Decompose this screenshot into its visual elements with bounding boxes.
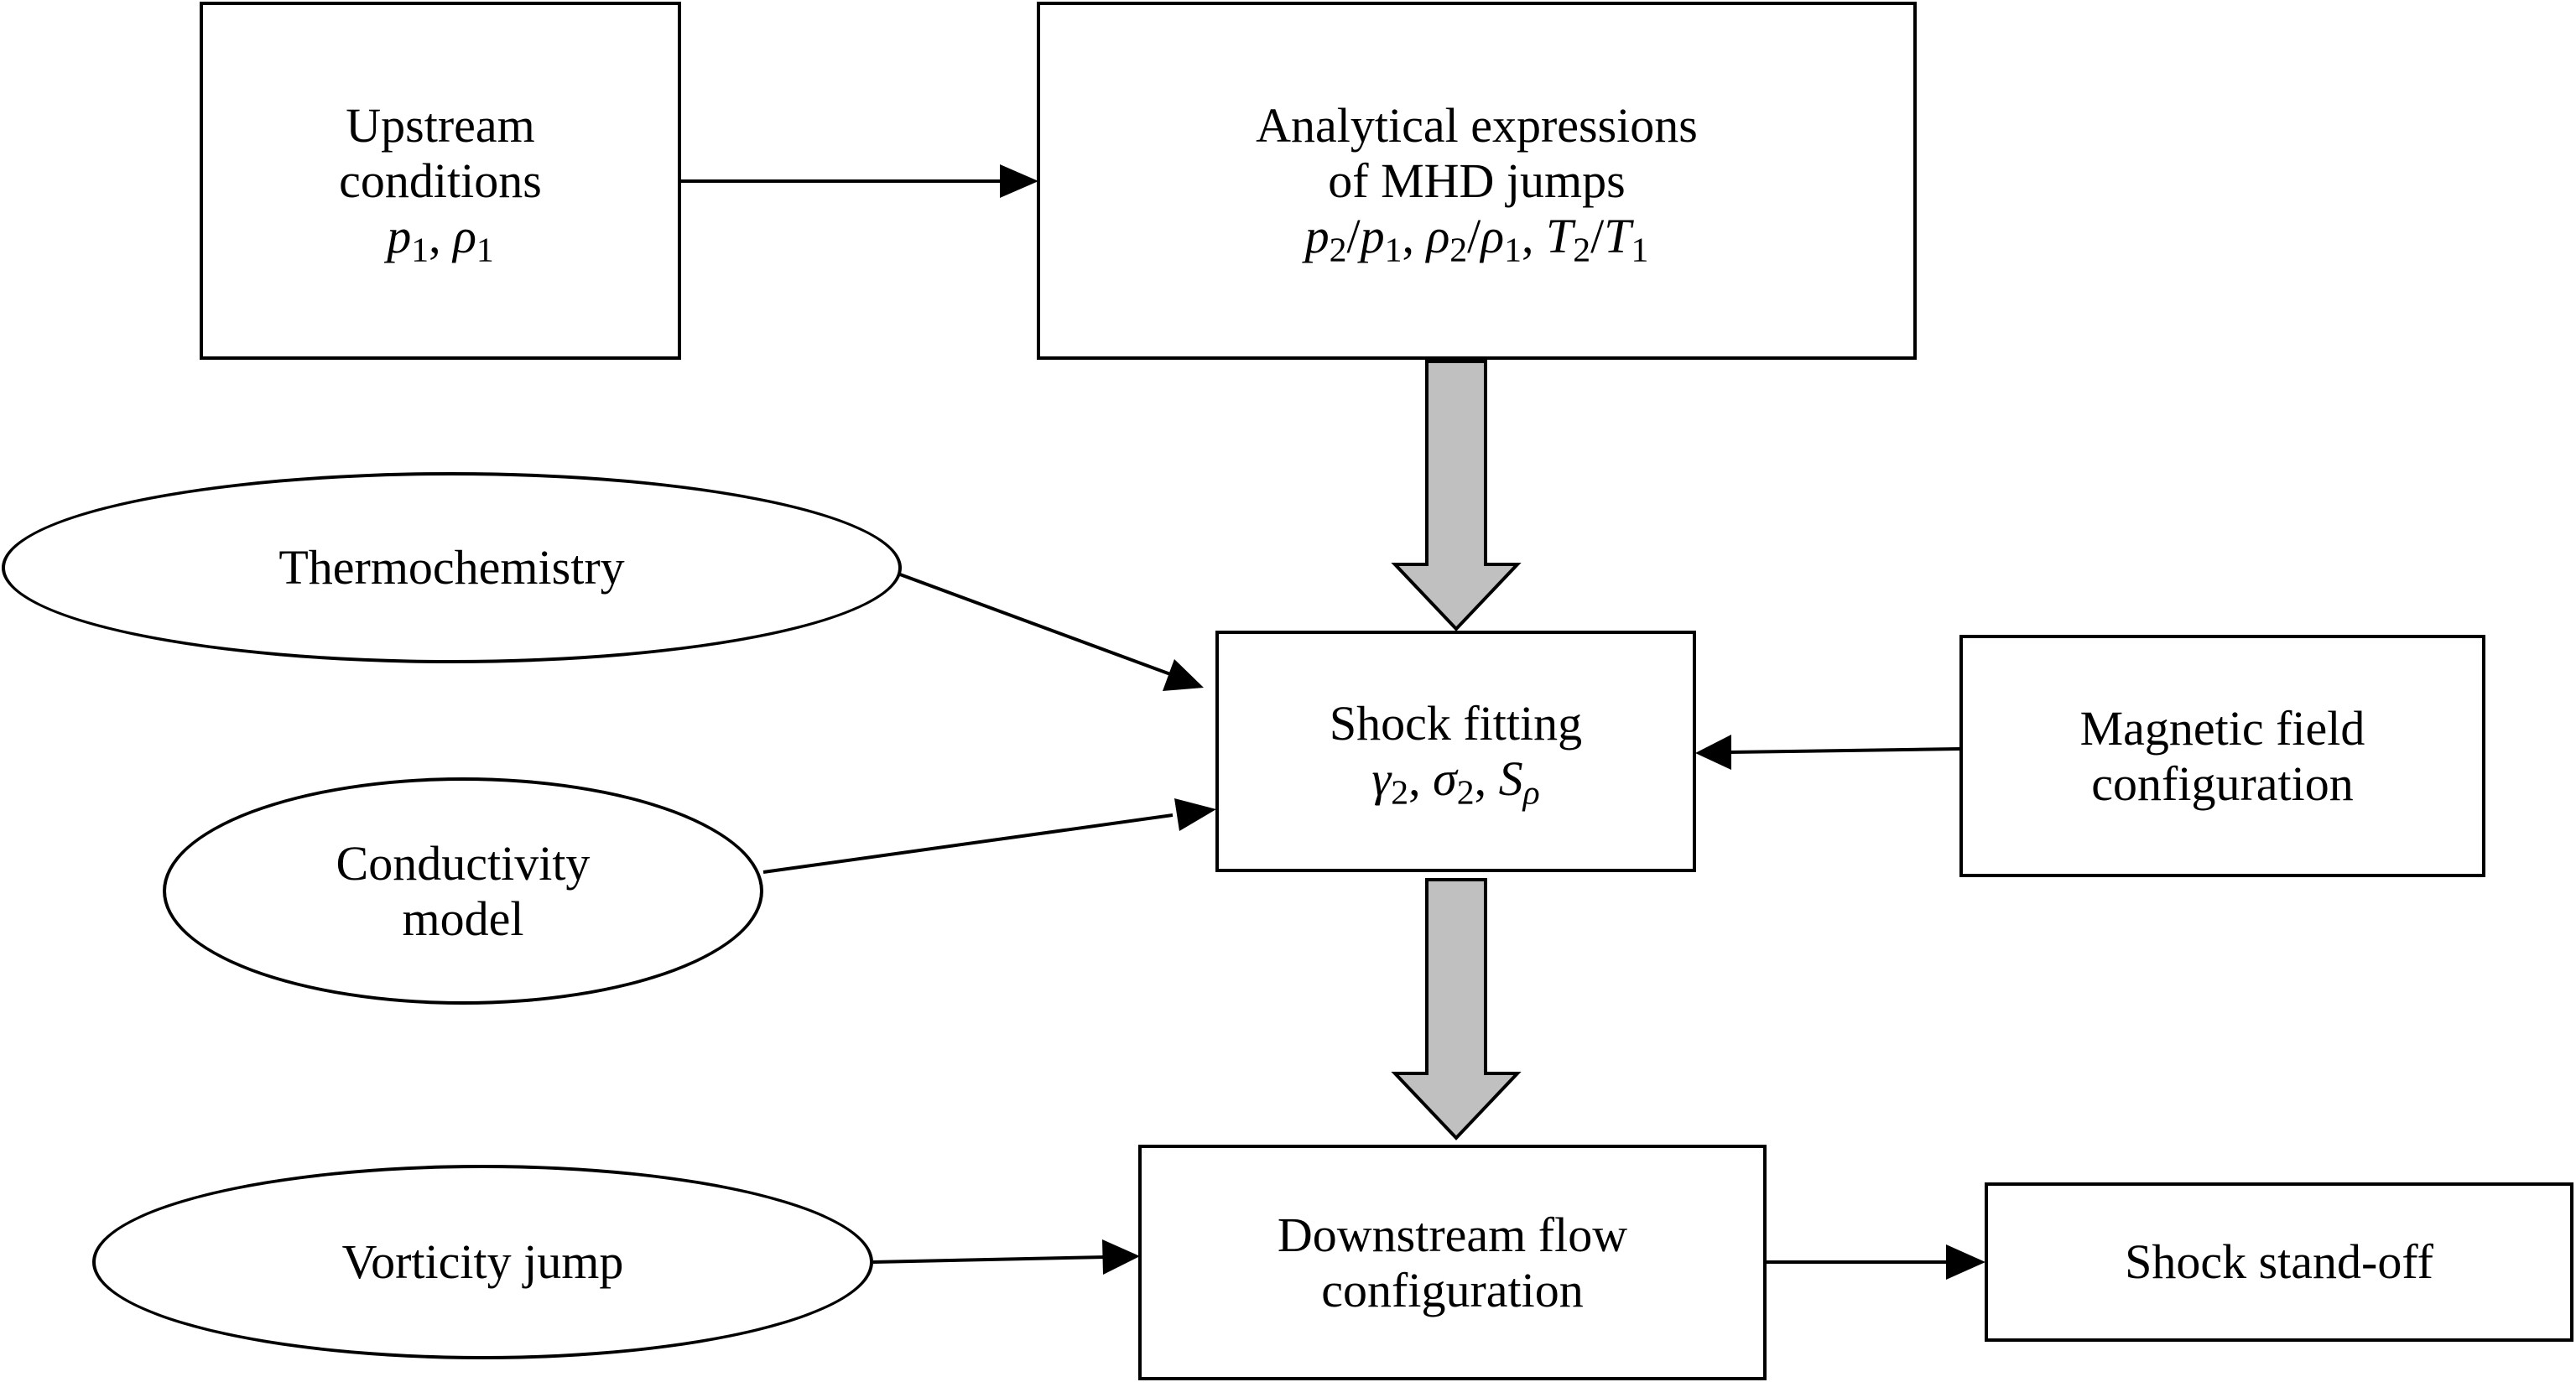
shock-standoff-box: Shock stand-off [1985,1182,2573,1342]
shock-fitting-box: Shock fitting γ2, σ2, Sρ [1215,631,1696,872]
arrow-thermochemistry-to-shock-fitting [899,573,1174,677]
arrowhead-conductivity-to-shock-fitting [1174,798,1216,831]
arrowhead-downstream-to-standoff [1946,1244,1985,1280]
analytical-title-line-2: of MHD jumps [1328,153,1626,208]
vorticity-label: Vorticity jump [341,1234,624,1289]
upstream-variables: p1, ρ1 [387,208,494,269]
arrowhead-magnetic-to-shock-fitting [1695,735,1731,770]
magnetic-field-box: Magnetic field configuration [1959,635,2485,877]
arrowhead-upstream-to-analytical [1000,164,1038,198]
magnetic-label-line-1: Magnetic field [2079,700,2365,756]
block-arrow-shock-fitting-to-downstream [1391,878,1522,1140]
conductivity-label-line-2: model [402,891,524,946]
arrowhead-thermochemistry-to-shock-fitting [1163,659,1204,691]
upstream-title-line-2: conditions [339,153,542,208]
upstream-conditions-box: Upstream conditions p1, ρ1 [200,2,681,360]
analytical-expressions-box: Analytical expressions of MHD jumps p2/p… [1037,2,1917,360]
arrow-magnetic-to-shock-fitting [1729,747,1960,754]
upstream-title-line-1: Upstream [346,97,535,153]
downstream-flow-box: Downstream flow configuration [1138,1145,1767,1380]
downstream-label-line-1: Downstream flow [1277,1207,1628,1262]
thermochemistry-label: Thermochemistry [278,540,625,595]
arrow-vorticity-to-downstream [872,1255,1106,1264]
shock-fitting-variables: γ2, σ2, Sρ [1371,751,1540,813]
analytical-title-line-1: Analytical expressions [1256,97,1698,153]
magnetic-label-line-2: configuration [2091,756,2354,811]
shock-fitting-title: Shock fitting [1329,696,1583,751]
downstream-label-line-2: configuration [1321,1262,1584,1317]
arrow-conductivity-to-shock-fitting [762,813,1174,874]
vorticity-jump-ellipse: Vorticity jump [92,1165,873,1359]
standoff-label: Shock stand-off [2125,1234,2433,1289]
conductivity-model-ellipse: Conductivity model [163,777,763,1005]
thermochemistry-ellipse: Thermochemistry [2,472,902,663]
arrowhead-vorticity-to-downstream [1102,1239,1140,1275]
conductivity-label-line-1: Conductivity [336,835,591,891]
block-arrow-analytical-to-shock-fitting [1391,360,1522,631]
analytical-variables: p2/p1, ρ2/ρ1, T2/T1 [1304,208,1649,269]
